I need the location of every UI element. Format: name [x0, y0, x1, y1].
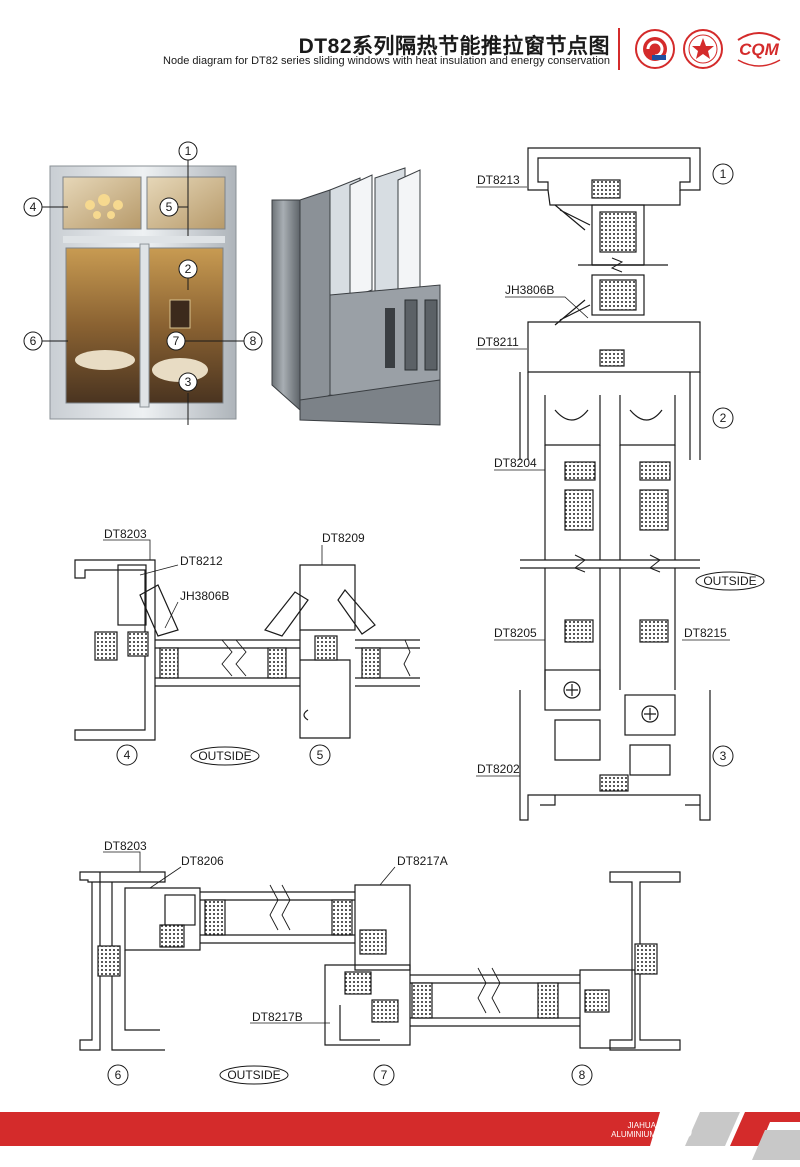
- callout-section-4: 4: [116, 744, 138, 766]
- label-dt8215: DT8215: [684, 626, 727, 640]
- svg-text:6: 6: [115, 1068, 122, 1082]
- label-dt8202: DT8202: [477, 762, 520, 776]
- svg-text:6: 6: [30, 334, 37, 348]
- svg-text:7: 7: [381, 1068, 388, 1082]
- label-dt8203-b: DT8203: [104, 839, 147, 853]
- svg-text:OUTSIDE: OUTSIDE: [198, 749, 251, 763]
- page-subtitle: Node diagram for DT82 series sliding win…: [163, 55, 610, 67]
- callout-window-2: 2: [178, 259, 198, 279]
- callout-section-3: 3: [712, 745, 734, 767]
- svg-text:2: 2: [720, 411, 727, 425]
- horizontal-section-4-5: [74, 559, 420, 741]
- cqm-logo-text: CQM: [739, 40, 779, 59]
- page-title: DT82系列隔热节能推拉窗节点图: [298, 35, 610, 58]
- brand-logo-icon: [635, 29, 675, 69]
- callout-section-7: 7: [373, 1064, 395, 1086]
- label-dt8206: DT8206: [181, 854, 224, 868]
- callout-section-2: 2: [712, 407, 734, 429]
- cqm-logo-icon: CQM: [730, 28, 788, 70]
- page-number: 159: [664, 1122, 693, 1141]
- callout-window-4: 4: [23, 197, 43, 217]
- outside-label-vertical: OUTSIDE: [695, 571, 765, 591]
- callout-window-1: 1: [178, 141, 198, 161]
- certification-logos: CQM: [634, 28, 794, 72]
- profile-3d-section: [271, 167, 441, 426]
- label-dt8213: DT8213: [477, 173, 520, 187]
- window-illustration: [49, 165, 237, 420]
- svg-text:2: 2: [185, 262, 192, 276]
- svg-text:7: 7: [173, 334, 180, 348]
- label-dt8211: DT8211: [477, 335, 519, 349]
- svg-text:4: 4: [30, 200, 37, 214]
- callout-section-5: 5: [309, 744, 331, 766]
- callout-section-1: 1: [712, 163, 734, 185]
- callout-section-8: 8: [571, 1064, 593, 1086]
- page-header: DT82系列隔热节能推拉窗节点图 Node diagram for DT82 s…: [0, 0, 800, 80]
- svg-text:OUTSIDE: OUTSIDE: [703, 574, 756, 588]
- svg-text:5: 5: [317, 748, 324, 762]
- callout-window-5: 5: [159, 197, 179, 217]
- callout-window-3: 3: [178, 372, 198, 392]
- callout-section-6: 6: [107, 1064, 129, 1086]
- label-jh3806b-bottom: JH3806B: [180, 589, 229, 603]
- callout-window-7: 7: [166, 331, 186, 351]
- callout-number: 1: [185, 144, 192, 158]
- svg-text:8: 8: [250, 334, 257, 348]
- label-dt8217b: DT8217B: [252, 1010, 303, 1024]
- svg-text:8: 8: [579, 1068, 586, 1082]
- svg-text:3: 3: [720, 749, 727, 763]
- svg-text:5: 5: [166, 200, 173, 214]
- seal-logo-icon: [683, 29, 723, 69]
- horizontal-section-6-7-8: [79, 871, 681, 1051]
- footer-brand: JIAHUA ALUMINIUM: [600, 1121, 656, 1139]
- outside-label-45: OUTSIDE: [190, 746, 260, 766]
- svg-text:1: 1: [720, 167, 727, 181]
- footer-band: [0, 1112, 800, 1160]
- label-dt8205: DT8205: [494, 626, 537, 640]
- label-dt8204: DT8204: [494, 456, 537, 470]
- label-jh3806b-top: JH3806B: [505, 283, 554, 297]
- header-divider: [618, 28, 620, 70]
- label-dt8203-a: DT8203: [104, 527, 147, 541]
- vertical-section: [519, 147, 711, 821]
- callout-window-6: 6: [23, 331, 43, 351]
- label-dt8217a: DT8217A: [397, 854, 448, 868]
- svg-text:3: 3: [185, 375, 192, 389]
- footer-brand-line2: ALUMINIUM: [611, 1130, 656, 1139]
- svg-text:OUTSIDE: OUTSIDE: [227, 1068, 280, 1082]
- callout-window-8: 8: [243, 331, 263, 351]
- svg-text:4: 4: [124, 748, 131, 762]
- label-dt8212: DT8212: [180, 554, 223, 568]
- outside-label-678: OUTSIDE: [219, 1065, 289, 1085]
- label-dt8209: DT8209: [322, 531, 365, 545]
- footer-brand-line1: JIAHUA: [627, 1121, 656, 1130]
